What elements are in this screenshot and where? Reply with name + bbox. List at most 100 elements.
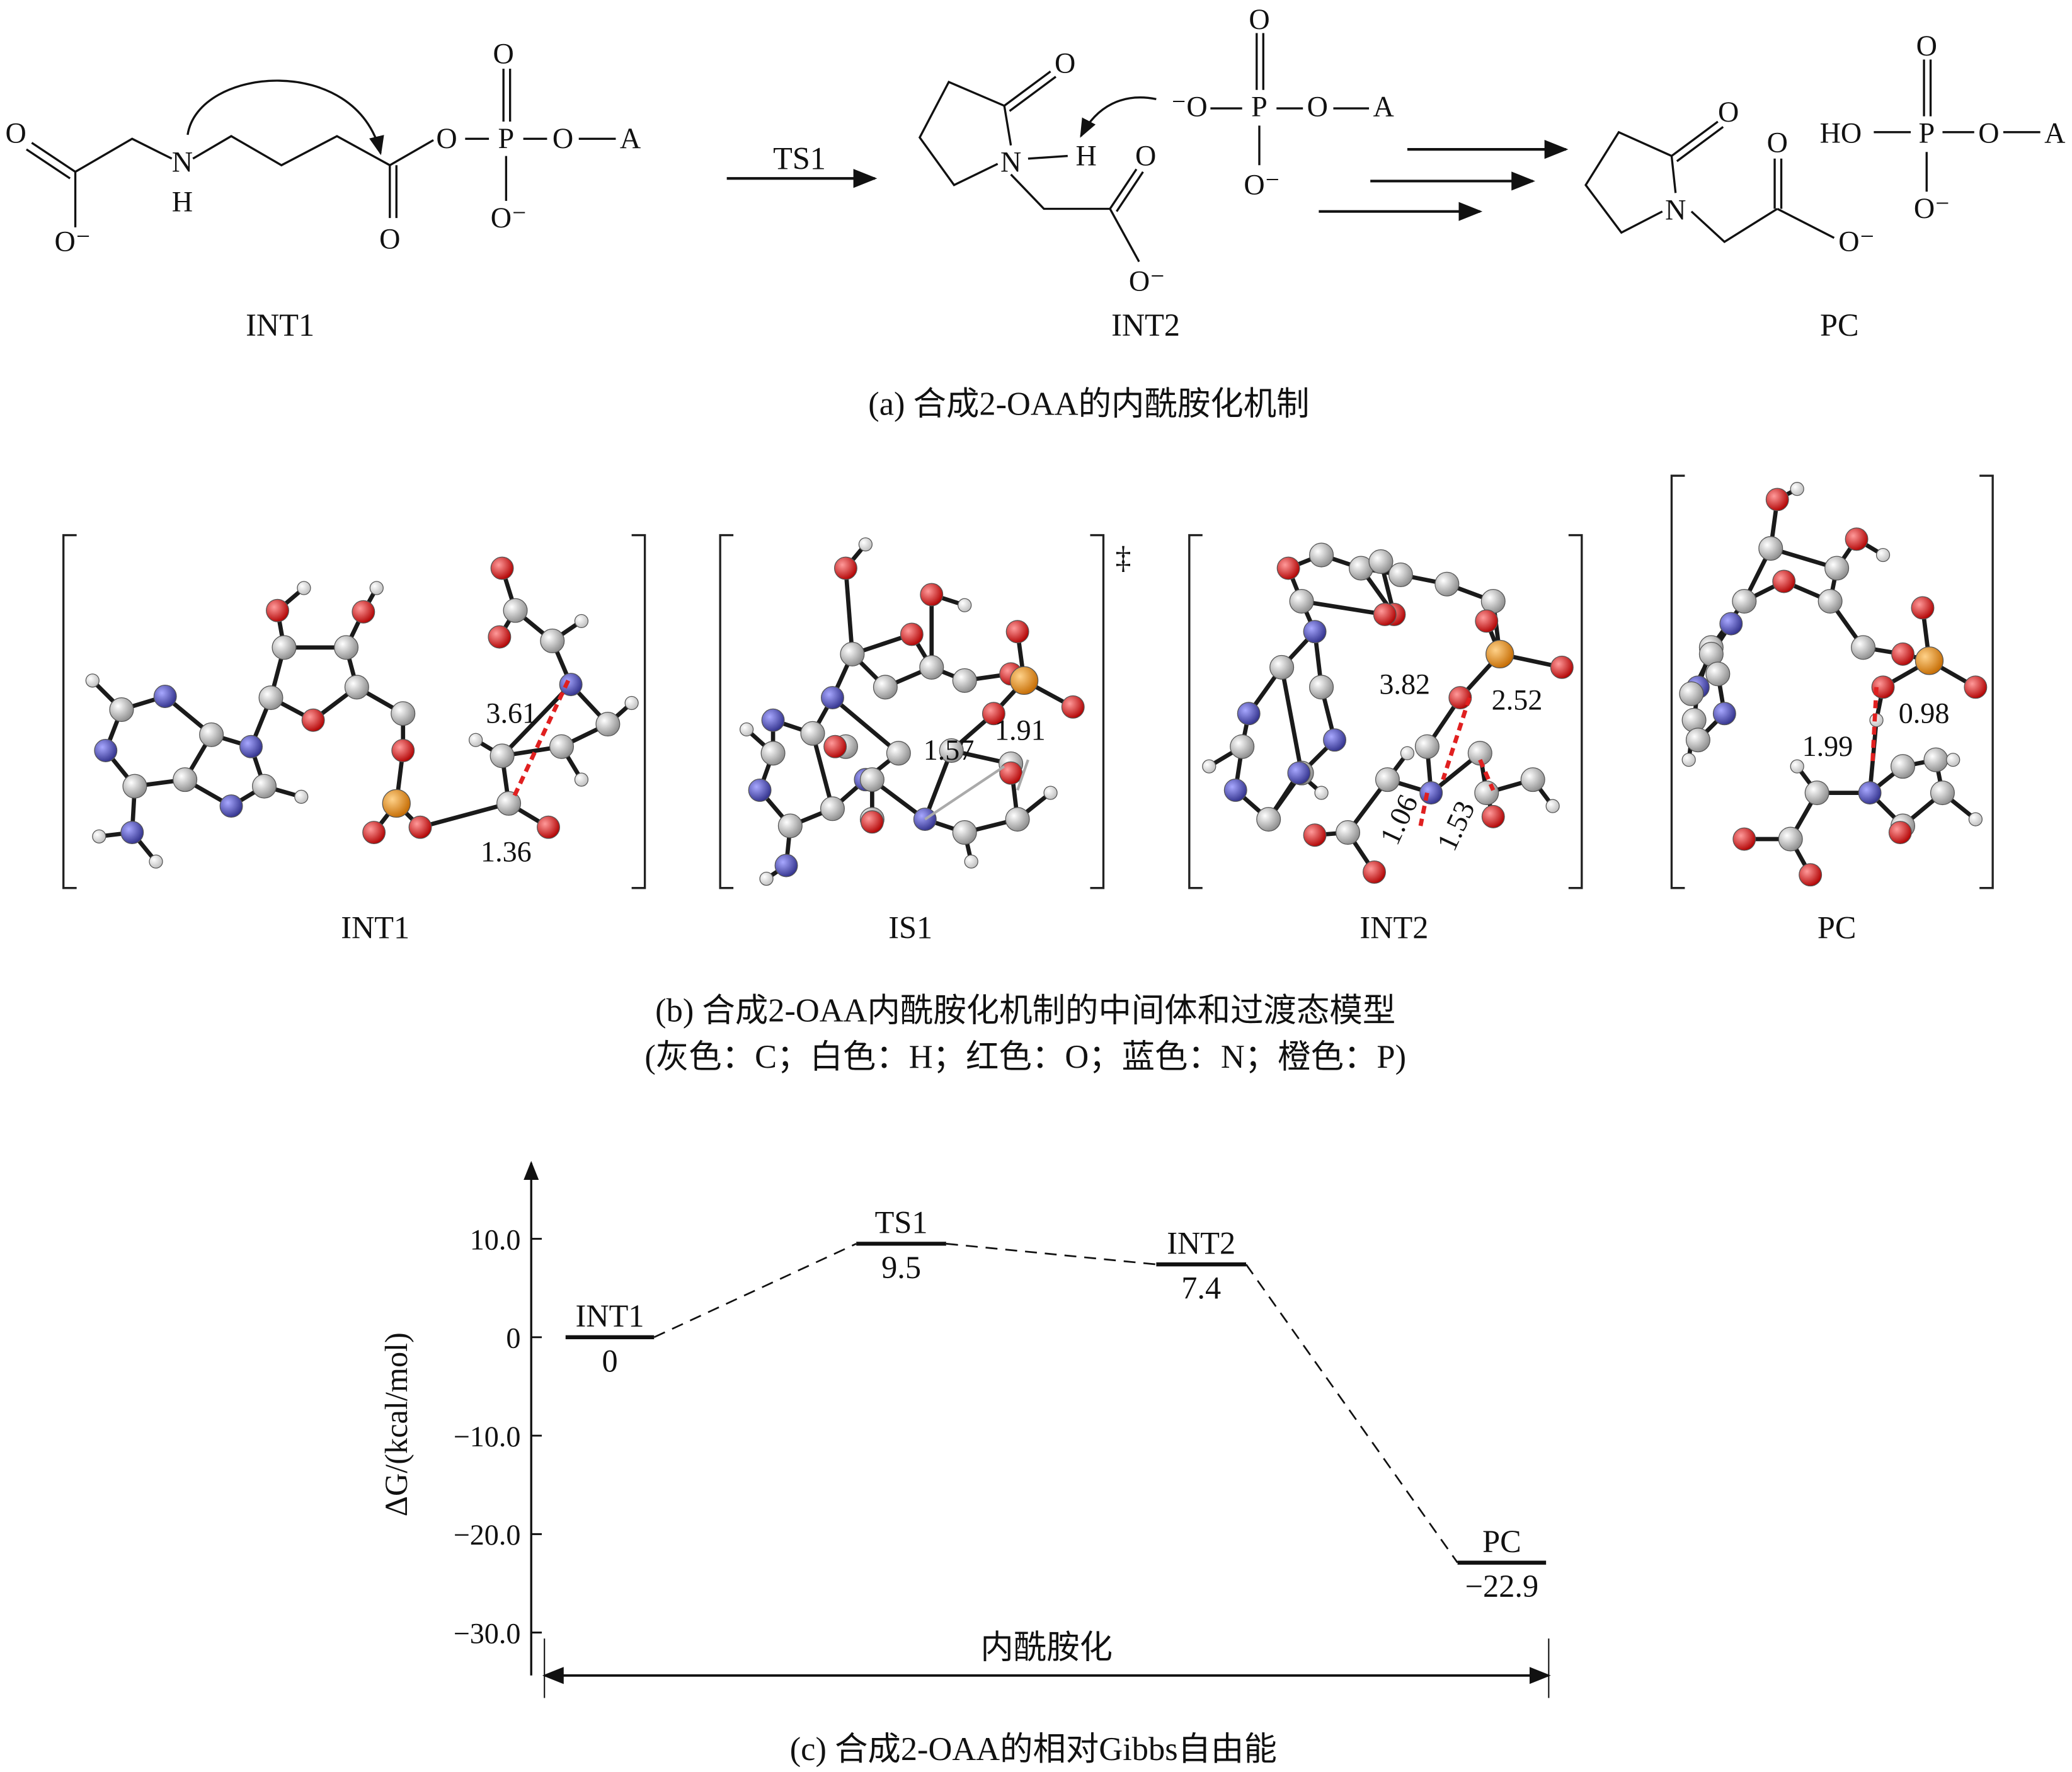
carbon-atom: [859, 767, 884, 792]
pc-atom-label: O: [1718, 96, 1739, 128]
energy-value-label: 7.4: [1181, 1271, 1221, 1306]
carbon-atom: [760, 741, 786, 766]
pc-atom-label: O⁻: [1838, 226, 1875, 258]
phosphorus-atom: [1485, 639, 1514, 669]
carbon-atom: [1309, 675, 1334, 700]
carbon-atom: [952, 668, 977, 693]
state-label: PC: [1482, 1524, 1521, 1559]
model-label-is1: IS1: [888, 910, 932, 945]
state-label: INT1: [576, 1298, 644, 1334]
hydrogen-atom: [1790, 759, 1804, 774]
oxygen-atom: [999, 761, 1023, 785]
bond: [844, 566, 855, 656]
carbon-atom: [1705, 661, 1731, 687]
hydrogen-atom: [92, 829, 106, 843]
distance-marker: [510, 679, 570, 801]
y-tick-label: −30.0: [454, 1617, 521, 1649]
pc-atom-label: A: [2044, 117, 2065, 149]
carbon-atom: [489, 743, 515, 769]
int1-atom-label: H: [172, 186, 193, 218]
energy-value-label: 9.5: [881, 1250, 921, 1285]
caption-a: (a) 合成2-OAA的内酰胺化机制: [868, 386, 1309, 423]
carbon-atom: [549, 734, 574, 759]
nitrogen-atom: [1223, 778, 1247, 802]
oxygen-atom: [391, 739, 415, 762]
nitrogen-atom: [94, 739, 118, 762]
oxygen-atom: [301, 708, 325, 732]
oxygen-atom: [900, 622, 924, 646]
structure-label-int1: INT1: [246, 307, 314, 343]
hydrogen-atom: [759, 871, 774, 886]
carbon-atom: [1804, 780, 1829, 806]
hydrogen-atom: [624, 695, 639, 711]
carbon-atom: [1679, 681, 1704, 706]
oxygen-atom: [352, 600, 375, 624]
int2-atom-label: A: [1373, 91, 1394, 123]
oxygen-atom: [362, 821, 386, 845]
distance-int2-3: 1.06: [1373, 790, 1424, 850]
pc-atom-label: O: [1767, 126, 1788, 158]
phosphorus-atom: [382, 789, 411, 818]
carbon-atom: [1930, 780, 1955, 806]
pc-atom-label: O: [1978, 117, 1999, 149]
carbon-atom: [1434, 571, 1460, 597]
int2-atom-label: O⁻: [1244, 168, 1280, 200]
carbon-atom: [1368, 549, 1394, 574]
model-label-pc: PC: [1817, 910, 1857, 945]
brackets: [62, 474, 1994, 889]
int1-atom-label: O⁻: [491, 202, 527, 234]
carbon-atom: [1817, 588, 1843, 614]
hydrogen-atom: [1202, 759, 1216, 774]
nitrogen-atom: [1323, 728, 1347, 752]
hydrogen-atom: [369, 581, 384, 595]
hydrogen-atom: [574, 614, 589, 629]
carbon-atom: [1269, 654, 1295, 680]
energy-value-label: 0: [602, 1343, 617, 1378]
nitrogen-atom: [1303, 620, 1327, 644]
energy-diagram-c: ΔG/(kcal/mol) 10.00−10.0−20.0−30.0 INT10…: [379, 1160, 1551, 1768]
hydrogen-atom: [1400, 746, 1415, 760]
hydrogen-atom: [469, 733, 483, 747]
carbon-atom: [1375, 767, 1400, 792]
int2-atom-label: O⁻: [1129, 265, 1165, 297]
carbon-atom: [1309, 542, 1334, 568]
oxygen-atom: [408, 815, 432, 839]
carbon-atom: [1336, 820, 1361, 845]
carbon-atom: [344, 675, 369, 700]
phosphorus-atom: [1009, 666, 1039, 695]
model-label-int2: INT2: [1359, 910, 1428, 945]
oxygen-atom: [1911, 596, 1935, 620]
hydrogen-atom: [1946, 753, 1960, 767]
oxygen-atom: [537, 815, 560, 839]
bond: [810, 731, 835, 811]
forming-bond: [924, 765, 1005, 821]
distance-marker: [1418, 792, 1429, 826]
nitrogen-atom: [153, 685, 177, 708]
oxygen-atom: [1888, 821, 1912, 845]
carbon-atom: [919, 654, 944, 680]
hydrogen-atom: [1790, 482, 1804, 496]
bond: [418, 801, 511, 830]
oxygen-atom: [1891, 642, 1915, 666]
nitrogen-atom: [120, 821, 144, 845]
energy-value-label: −22.9: [1465, 1569, 1538, 1604]
oxygen-atom: [1475, 609, 1499, 633]
carbon-atom: [258, 685, 283, 711]
int1-atom-label: A: [620, 122, 641, 154]
distance-marker: [1441, 697, 1472, 780]
hydrogen-atom: [294, 789, 309, 804]
caption-b-legend: (灰色：C；白色：H；红色：O；蓝色：N；橙色：P): [644, 1039, 1406, 1075]
int1-atom-label: O⁻: [55, 226, 91, 258]
carbon-atom: [886, 741, 911, 766]
connector-line: [946, 1243, 1157, 1266]
model-int2: [1202, 542, 1574, 884]
y-axis-label: ΔG/(kcal/mol): [379, 1332, 414, 1516]
carbon-atom: [939, 738, 964, 763]
oxygen-atom: [490, 556, 514, 580]
structure-label-int2: INT2: [1111, 307, 1180, 343]
distance-int1-2: 1.36: [481, 836, 532, 868]
y-tick-label: −20.0: [454, 1519, 521, 1551]
carbon-atom: [391, 701, 416, 726]
